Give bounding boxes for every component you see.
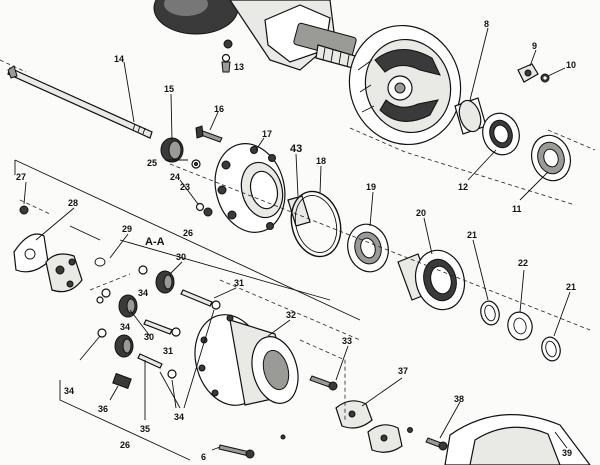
label-28: 28: [68, 198, 78, 208]
label-32: 32: [286, 310, 296, 320]
label-30b: 30: [144, 332, 154, 342]
hub-bolt: [195, 125, 223, 143]
label-11: 11: [512, 204, 522, 214]
axle-shaft: [0, 59, 153, 139]
label-29: 29: [122, 224, 132, 234]
label-16: 16: [214, 104, 224, 114]
label-22: 22: [518, 258, 528, 268]
label-33: 33: [342, 336, 352, 346]
label-10: 10: [566, 60, 576, 70]
label-36: 36: [98, 404, 108, 414]
part-labels: 8 9 10 11 12 13 14 15 16 17 43 18 19 20 …: [16, 19, 576, 462]
label-section-aa: A-A: [145, 236, 165, 248]
bearing-rings-top: [454, 97, 572, 182]
axle-housing: [153, 0, 363, 73]
label-34c: 34: [174, 412, 184, 422]
label-34b: 34: [64, 386, 74, 396]
label-9: 9: [532, 41, 537, 51]
label-15: 15: [164, 84, 174, 94]
label-34a: 34: [138, 288, 148, 298]
label-14: 14: [114, 54, 124, 64]
label-13: 13: [234, 62, 244, 72]
wheel-cylinder-bolt: [517, 63, 550, 83]
roller-bearing-19: [347, 223, 389, 273]
ring-gear-housing: [397, 249, 466, 311]
planetary-hub-carrier: [214, 143, 286, 233]
planet-cover-plate: [13, 205, 49, 273]
label-23: 23: [180, 182, 190, 192]
label-26b: 26: [120, 440, 130, 450]
brake-drum: [444, 414, 591, 465]
label-39: 39: [562, 448, 572, 458]
planet-carrier: [45, 253, 106, 293]
splined-shaft-end: [315, 44, 363, 71]
planet-pins: [137, 289, 213, 369]
washer-24: [195, 202, 205, 212]
shaft-gear: [160, 137, 201, 169]
label-6: 6: [201, 452, 206, 462]
label-19: 19: [366, 182, 376, 192]
bolt-6: [218, 444, 251, 457]
label-12: 12: [458, 182, 468, 192]
label-31a: 31: [234, 278, 244, 288]
o-ring-seal: [287, 190, 342, 258]
retaining-rings: [480, 300, 561, 362]
label-21b: 21: [566, 282, 576, 292]
leader-lines: [23, 27, 571, 451]
label-34d: 34: [120, 322, 130, 332]
brake-lock-plates: [335, 400, 413, 453]
nut-23: [203, 207, 213, 217]
label-21a: 21: [467, 230, 477, 240]
label-37: 37: [398, 366, 408, 376]
label-38: 38: [454, 394, 464, 404]
wheel-hub: [194, 314, 299, 406]
brake-backing-plate: [348, 24, 462, 146]
label-27: 27: [16, 172, 26, 182]
label-35: 35: [140, 424, 150, 434]
label-24: 24: [170, 172, 180, 182]
label-18: 18: [316, 156, 326, 166]
label-26a: 26: [183, 228, 193, 238]
label-30a: 30: [176, 252, 186, 262]
label-25: 25: [147, 158, 157, 168]
label-31b: 31: [163, 346, 173, 356]
thrust-washers: [96, 265, 221, 379]
label-8: 8: [484, 19, 489, 29]
label-20: 20: [416, 208, 426, 218]
planet-gears: [112, 270, 175, 390]
label-17: 17: [262, 129, 272, 139]
label-43: 43: [290, 143, 302, 155]
